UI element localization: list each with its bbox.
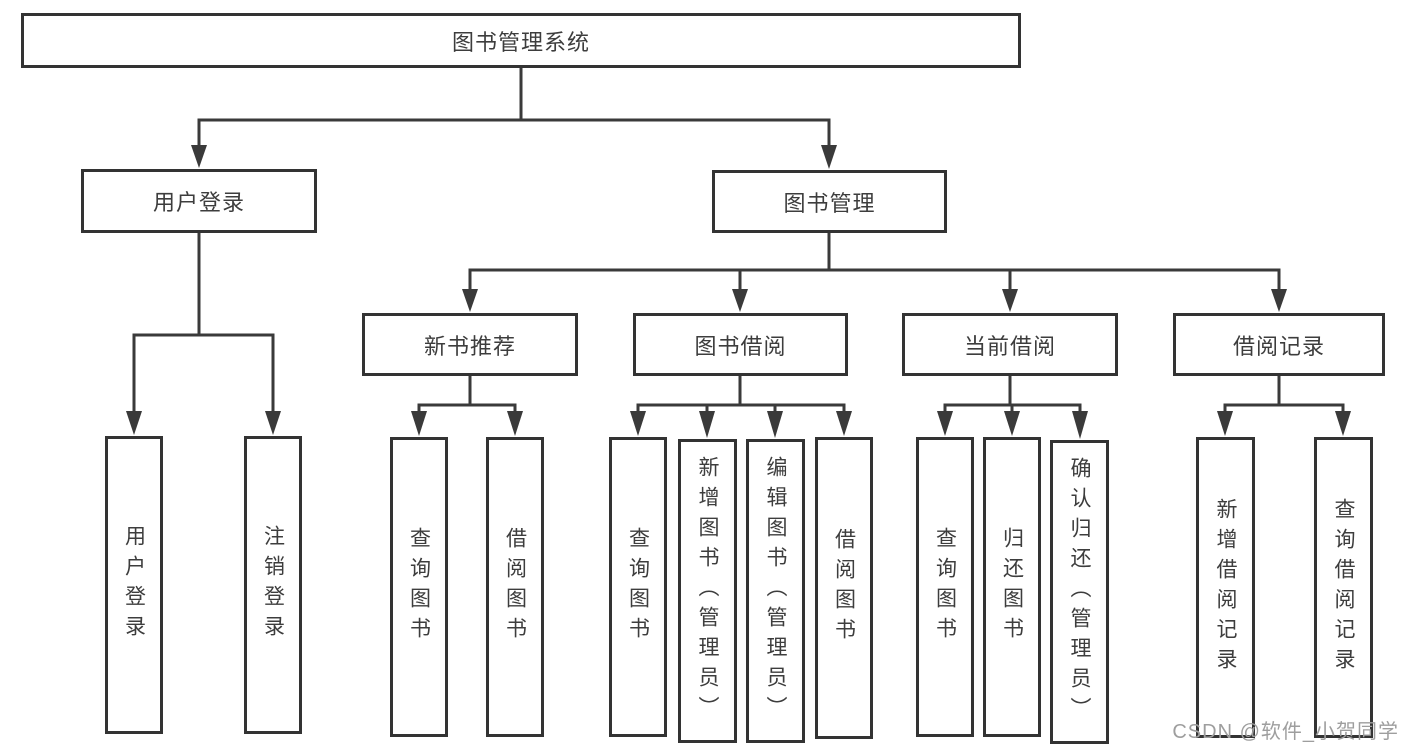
- leaf-query-books-borrow: 查询图书: [609, 437, 667, 737]
- leaf-logout-login: 注销登录: [244, 436, 302, 734]
- node-new-book-recommend: 新书推荐: [362, 313, 578, 376]
- leaf-query-books-current: 查询图书: [916, 437, 974, 737]
- leaf-return-books: 归还图书: [983, 437, 1041, 737]
- node-user-login: 用户登录: [81, 169, 317, 233]
- node-library-management-system: 图书管理系统: [21, 13, 1021, 68]
- leaf-confirm-return-admin: 确认归还（管理员）: [1050, 440, 1109, 744]
- leaf-query-borrow-record: 查询借阅记录: [1314, 437, 1373, 738]
- node-current-borrow: 当前借阅: [902, 313, 1118, 376]
- leaf-edit-book-admin: 编辑图书（管理员）: [746, 439, 805, 743]
- node-book-management: 图书管理: [712, 170, 947, 233]
- leaf-user-login: 用户登录: [105, 436, 163, 734]
- node-borrow-records: 借阅记录: [1173, 313, 1385, 376]
- leaf-add-borrow-record: 新增借阅记录: [1196, 437, 1255, 738]
- leaf-add-book-admin: 新增图书（管理员）: [678, 439, 737, 743]
- csdn-watermark: CSDN @软件_小贺同学: [1172, 721, 1399, 743]
- leaf-borrow-books: 借阅图书: [815, 437, 873, 739]
- leaf-query-books-recommend: 查询图书: [390, 437, 448, 737]
- leaf-borrow-books-recommend: 借阅图书: [486, 437, 544, 737]
- node-book-borrow: 图书借阅: [633, 313, 848, 376]
